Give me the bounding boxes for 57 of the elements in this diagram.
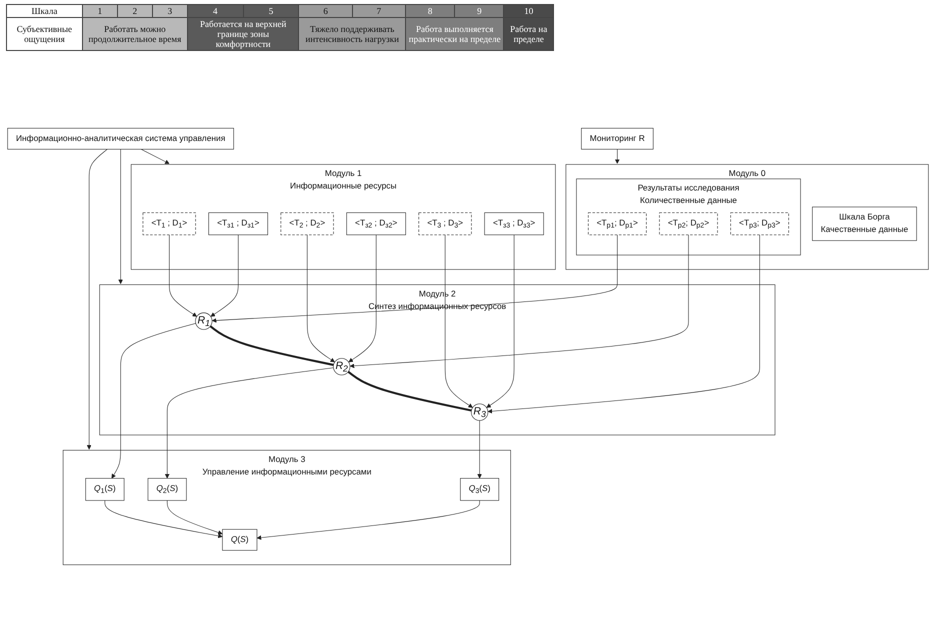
arrow	[348, 234, 376, 362]
connector	[348, 370, 472, 412]
node-box: Мониторинг R	[581, 127, 654, 149]
node-box: <T$_{2}$ ; D$_{2}$>	[280, 212, 334, 235]
arrow	[486, 234, 514, 408]
table-cell: 8	[405, 4, 455, 18]
table-cell: 9	[454, 4, 504, 18]
table-cell: Тяжело поддерживать интенсивность нагрузки	[298, 18, 406, 50]
table-cell: Работа выполняется практически на пределе	[405, 18, 504, 50]
table-cell: Субъективные ощущения	[6, 18, 82, 50]
table-cell: Работать можно продолжительное время	[82, 18, 188, 50]
arrow	[306, 234, 335, 362]
node-circle: R$_{1}$	[195, 312, 212, 330]
node-circle: R$_{2}$	[333, 358, 350, 375]
table-cell: 3	[152, 4, 188, 18]
arrow	[164, 366, 334, 478]
node-box: Q$_{1}$(S)	[85, 478, 124, 500]
node-box: Информационно-аналитическая система управления	[7, 127, 234, 149]
arrow	[118, 148, 123, 284]
node-circle: R$_{3}$	[471, 403, 488, 420]
arrow	[104, 500, 223, 538]
arrow	[488, 234, 760, 413]
connector	[210, 324, 334, 366]
table-cell: 5	[243, 4, 299, 18]
arrow	[140, 148, 170, 164]
node-box: <T$_{з1}$ ; D$_{з1}$>	[208, 212, 268, 235]
node-box: Шкала Борга Качественные данные	[812, 206, 917, 240]
node-box: <T$_{p3}$; D$_{p3}$>	[730, 212, 789, 235]
node-box: Q(S)	[222, 528, 258, 550]
table-cell: Работается на верхней границе зоны комфортности	[187, 18, 299, 50]
node-box: <T$_{p2}$; D$_{p2}$>	[659, 212, 718, 235]
node-box: <T$_{3}$ ; D$_{3}$>	[418, 212, 472, 235]
table-cell: 2	[117, 4, 152, 18]
arrow	[166, 500, 223, 534]
table-cell: 7	[352, 4, 406, 18]
arrow	[212, 234, 618, 322]
arrow	[614, 148, 620, 164]
node-box: <T$_{p1}$; D$_{p1}$>	[588, 212, 647, 235]
node-box: <T$_{з3}$ ; D$_{з3}$>	[484, 212, 544, 235]
table-cell: 4	[187, 4, 244, 18]
table-cell: Шкала	[6, 4, 82, 18]
node-box: Q$_{2}$(S)	[148, 478, 187, 500]
arrow	[256, 500, 480, 540]
node-box: <T$_{з2}$ ; D$_{з2}$>	[346, 212, 406, 235]
arrow	[350, 234, 689, 368]
arrow	[477, 420, 482, 478]
table-cell: 6	[298, 4, 352, 18]
arrow	[86, 148, 108, 450]
arrow	[169, 234, 197, 316]
table-cell: Работа на пределе	[504, 18, 554, 50]
arrow	[112, 322, 196, 478]
table-cell: 1	[82, 4, 118, 18]
node-box: Q$_{3}$(S)	[460, 478, 500, 500]
node-box: <T$_{1}$ ; D$_{1}$>	[142, 212, 196, 235]
arrow	[444, 234, 473, 408]
table-cell: 10	[504, 4, 554, 18]
arrow	[210, 234, 238, 316]
